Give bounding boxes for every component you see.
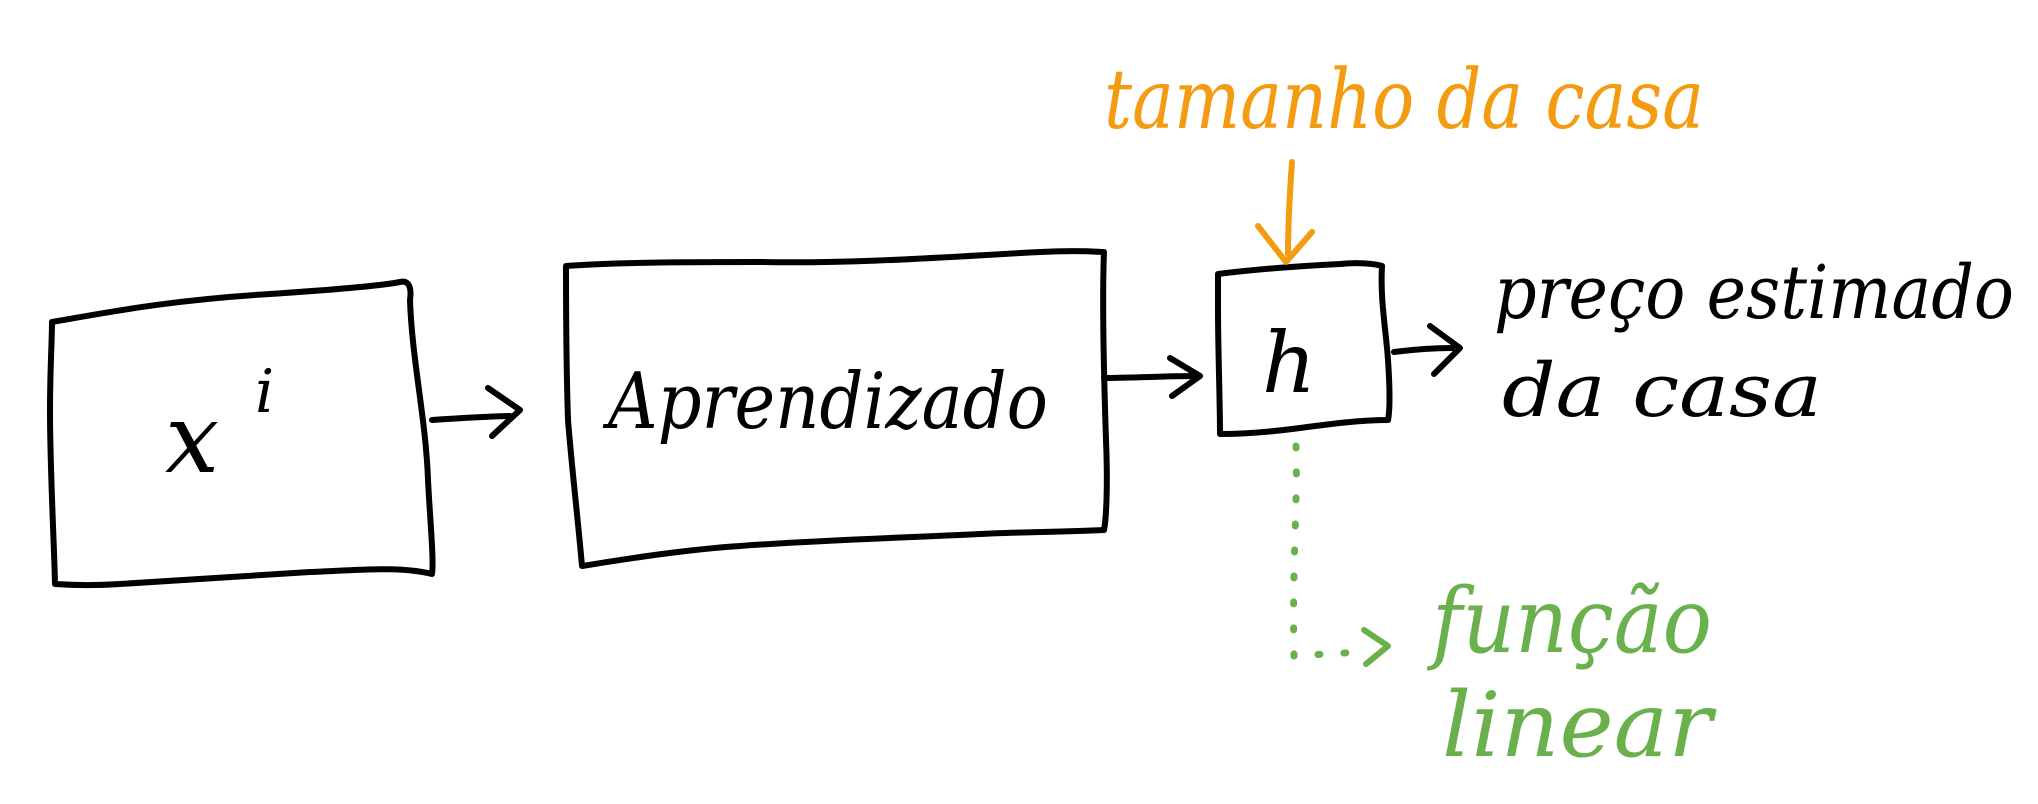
input-annotation: tamanho da casa [1104, 53, 1704, 265]
function-annotation-line1: função [1427, 569, 1712, 674]
function-annotation-line2: linear [1442, 673, 1717, 778]
hypothesis-box-label: h [1262, 314, 1316, 412]
input-box: x i [47, 278, 436, 589]
learning-box-label: Aprendizado [603, 357, 1048, 447]
arrow-shaft [1101, 373, 1199, 381]
function-annotation-dotted-line [1290, 442, 1364, 660]
function-annotation-arrow-head [1361, 627, 1391, 667]
output-annotation: preço estimado da casa [1494, 250, 2014, 434]
hypothesis-box-outline [1215, 260, 1393, 437]
arrow-input-to-learning [429, 385, 523, 439]
input-box-label-superscript: i [255, 357, 274, 427]
input-annotation-arrow-shaft [1285, 159, 1295, 257]
arrow-shaft [1391, 345, 1455, 355]
output-annotation-line2: da casa [1502, 348, 1822, 434]
arrow-shaft [429, 413, 513, 423]
input-annotation-arrow-head [1255, 223, 1315, 265]
input-annotation-text: tamanho da casa [1104, 53, 1704, 148]
output-annotation-line1: preço estimado [1494, 250, 2014, 336]
arrow-h-to-output [1391, 323, 1463, 377]
arrow-head [485, 385, 523, 439]
function-annotation: função linear [1290, 442, 1717, 778]
hypothesis-box: h [1215, 260, 1393, 437]
arrow-head [1167, 355, 1203, 399]
input-box-outline [47, 278, 436, 589]
learning-box-outline [563, 248, 1110, 569]
arrow-learning-to-h [1101, 355, 1203, 399]
learning-box: Aprendizado [563, 248, 1110, 569]
input-box-label: x [165, 383, 219, 495]
arrow-head [1427, 323, 1463, 377]
